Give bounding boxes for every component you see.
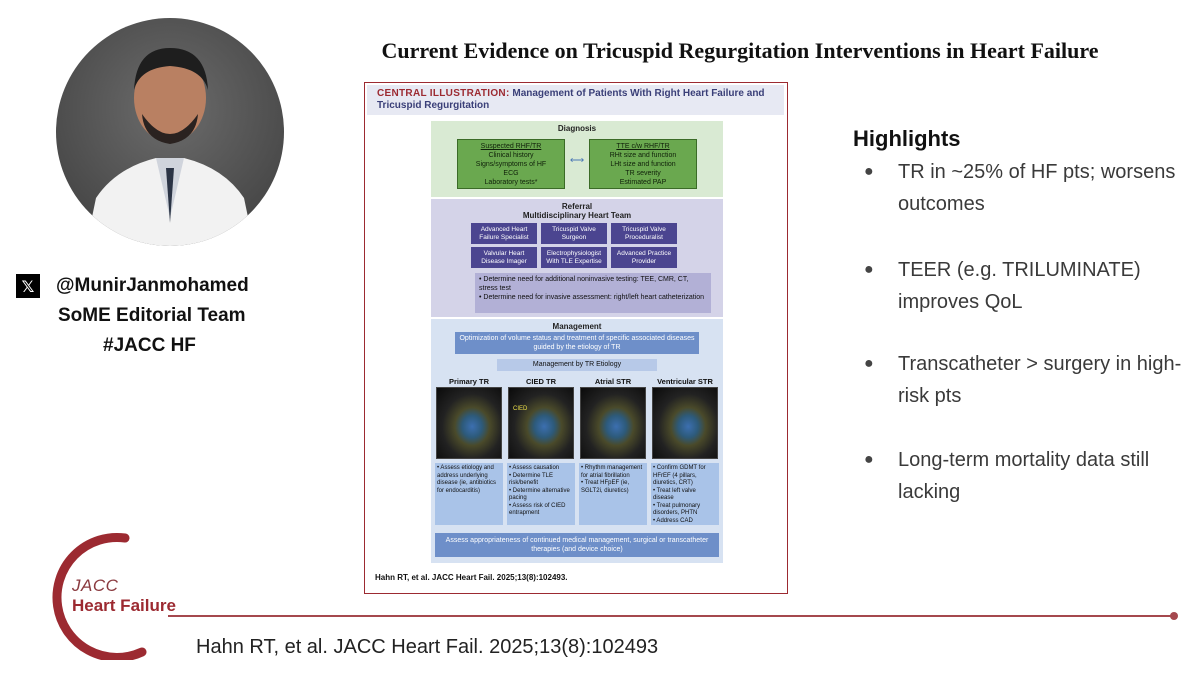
central-illustration: CENTRAL ILLUSTRATION: Management of Pati… — [364, 82, 788, 594]
figure-citation: Hahn RT, et al. JACC Heart Fail. 2025;13… — [375, 573, 568, 582]
referral-notes: • Determine need for additional noninvas… — [475, 273, 711, 313]
figure-heading-prefix: CENTRAL ILLUSTRATION: — [377, 88, 510, 99]
etiology-label: Atrial STR — [594, 377, 632, 386]
bullet-icon: ● — [864, 451, 874, 468]
bullet-icon: ● — [864, 355, 874, 372]
team-member-box: Advanced Heart Failure Specialist — [471, 223, 537, 244]
referral-title: Referral — [561, 202, 593, 211]
etiology-label: Primary TR — [448, 377, 490, 386]
figure-heading: Management of Patients With Right Heart … — [377, 88, 765, 111]
highlight-item: ● TEER (e.g. TRILUMINATE) improves QoL — [864, 254, 1184, 320]
etiology-label: Ventricular STR — [657, 377, 713, 386]
figure-header: CENTRAL ILLUSTRATION: Management of Pati… — [367, 85, 784, 115]
etiology-note: • Assess etiology and address underlying… — [435, 463, 503, 525]
bullet-icon: ● — [864, 163, 874, 180]
management-section: Management Optimization of volume status… — [431, 319, 723, 563]
x-logo-icon[interactable]: 𝕏 — [16, 274, 40, 298]
highlight-item: ● Long-term mortality data still lacking — [864, 444, 1184, 510]
author-team: SoME Editorial Team — [58, 305, 246, 326]
diagnosis-section: Diagnosis Suspected RHF/TR Clinical hist… — [431, 121, 723, 197]
tte-list: RHt size and function LHt size and funct… — [609, 152, 677, 186]
jacc-hf-logo — [52, 532, 147, 660]
bullet-icon: ● — [864, 261, 874, 278]
referral-subtitle: Multidisciplinary Heart Team — [522, 211, 632, 220]
logo-jacc-text: JACC — [72, 576, 119, 595]
tte-box: TTE c/w RHF/TR RHt size and function LHt… — [589, 139, 697, 189]
logo-heart-failure-text: Heart Failure — [72, 596, 176, 615]
double-arrow-icon: ⟷ — [569, 155, 585, 166]
highlight-text: TEER (e.g. TRILUMINATE) improves QoL — [898, 259, 1141, 313]
echo-image: CIED — [508, 387, 574, 459]
divider-end-dot — [1170, 612, 1178, 620]
person-silhouette-icon — [86, 48, 254, 246]
etiology-label: CIED TR — [526, 377, 556, 386]
highlight-item: ● TR in ~25% of HF pts; worsens outcomes — [864, 156, 1184, 222]
etiology-note: • Rhythm management for atrial fibrillat… — [579, 463, 647, 525]
highlight-item: ● Transcatheter > surgery in high-risk p… — [864, 348, 1184, 414]
etiology-note: • Assess causation • Determine TLE risk/… — [507, 463, 575, 525]
slide-citation: Hahn RT, et al. JACC Heart Fail. 2025;13… — [196, 636, 659, 658]
hashtag[interactable]: #JACC HF — [103, 335, 196, 356]
tte-heading: TTE c/w RHF/TR — [616, 143, 670, 150]
by-etiology-bar: Management by TR Etiology — [497, 359, 657, 371]
team-member-box: Tricuspid Valve Proceduralist — [611, 223, 677, 244]
suspected-rhf-heading: Suspected RHF/TR — [480, 143, 542, 150]
diagnosis-title: Diagnosis — [557, 124, 597, 133]
suspected-rhf-box: Suspected RHF/TR Clinical history Signs/… — [457, 139, 565, 189]
author-photo — [56, 18, 284, 246]
etiology-note: • Confirm GDMT for HFrEF (4 pillars, diu… — [651, 463, 719, 525]
team-member-box: Valvular Heart Disease Imager — [471, 247, 537, 268]
highlight-text: TR in ~25% of HF pts; worsens outcomes — [898, 161, 1176, 215]
cied-image-label: CIED — [513, 406, 528, 412]
echo-image — [652, 387, 718, 459]
highlight-text: Long-term mortality data still lacking — [898, 449, 1150, 503]
management-title: Management — [552, 322, 602, 331]
assess-bar: Assess appropriateness of continued medi… — [435, 533, 719, 557]
footer-divider — [168, 615, 1174, 617]
team-member-box: Tricuspid Valve Surgeon — [541, 223, 607, 244]
highlight-text: Transcatheter > surgery in high-risk pts — [898, 353, 1182, 407]
echo-image — [580, 387, 646, 459]
suspected-rhf-list: Clinical history Signs/symptoms of HF EC… — [475, 152, 547, 186]
team-member-box: Advanced Practice Provider — [611, 247, 677, 268]
optimization-bar: Optimization of volume status and treatm… — [455, 332, 699, 354]
referral-note: • Determine need for invasive assessment… — [479, 294, 705, 301]
echo-image — [436, 387, 502, 459]
referral-section: Referral Multidisciplinary Heart Team Ad… — [431, 199, 723, 317]
team-member-box: Electrophysiologist With TLE Expertise — [541, 247, 607, 268]
slide-title: Current Evidence on Tricuspid Regurgitat… — [381, 38, 1099, 63]
highlights-title: Highlights — [853, 126, 961, 151]
referral-note: • Determine need for additional noninvas… — [479, 276, 689, 292]
author-handle[interactable]: @MunirJanmohamed — [56, 275, 249, 296]
